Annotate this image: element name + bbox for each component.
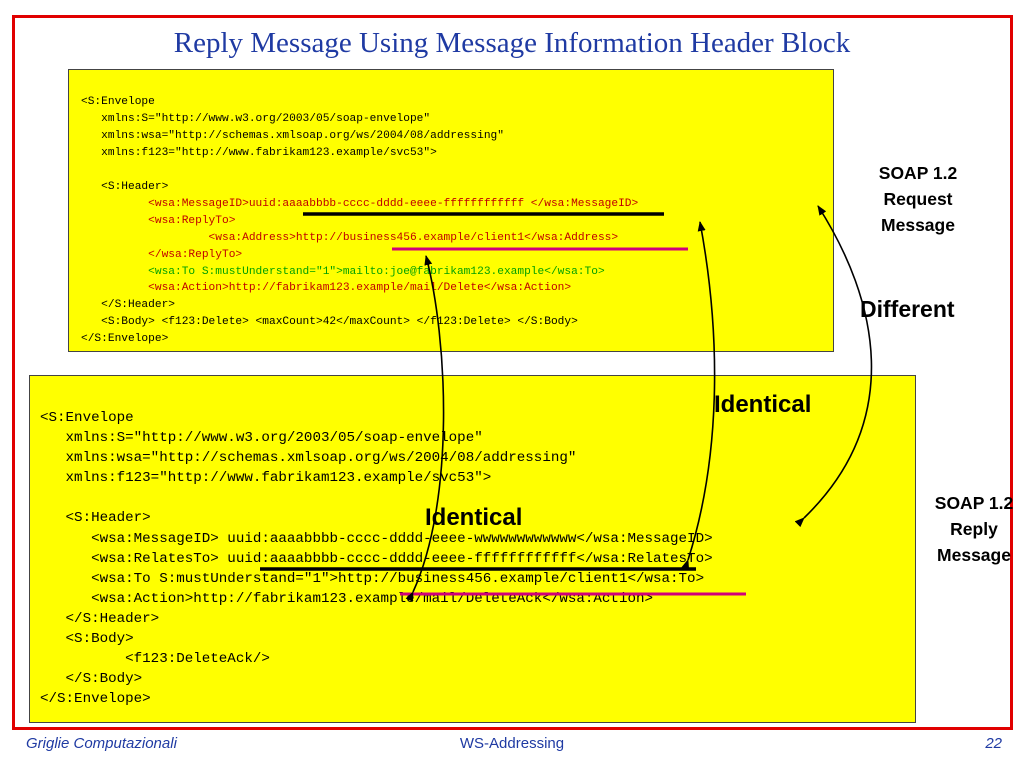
request-line-replyto-close: </wsa:ReplyTo>	[81, 248, 243, 261]
slide-title: Reply Message Using Message Information …	[173, 27, 851, 59]
request-line-4: xmlns:f123="http://www.fabrikam123.examp…	[81, 146, 437, 159]
request-line-message-id: <wsa:MessageID>uuid:aaaabbbb-cccc-dddd-e…	[81, 197, 639, 210]
request-line-1: <S:Envelope	[81, 96, 155, 108]
reply-line-message-id: <wsa:MessageID> uuid:aaaabbbb-cccc-dddd-…	[40, 530, 713, 547]
reply-label-line-1: SOAP 1.2	[934, 493, 1014, 513]
request-line-action: <wsa:Action>http://fabrikam123.example/m…	[81, 282, 572, 295]
identical-message-id-arrow	[681, 221, 716, 570]
request-line-13: </S:Header>	[81, 299, 175, 312]
different-label: Different	[860, 296, 955, 322]
footer-course-name: Griglie Computazionali	[26, 735, 177, 752]
reply-line-4: xmlns:f123="http://www.fabrikam123.examp…	[40, 470, 492, 487]
request-line-address-close: </wsa:Address>	[524, 231, 619, 244]
reply-line-11: </S:Header>	[40, 610, 160, 627]
reply-message-label: SOAP 1.2 Reply Message	[916, 490, 1024, 568]
reply-line-6: <S:Header>	[40, 510, 151, 527]
reply-message-box	[29, 375, 916, 723]
request-code: <S:Envelope xmlns:S="http://www.w3.org/2…	[81, 94, 638, 348]
reply-label-line-3: Message	[937, 545, 1011, 565]
reply-label-line-2: Reply	[950, 519, 998, 539]
reply-line-relates-to: <wsa:RelatesTo> uuid:aaaabbbb-cccc-dddd-…	[40, 550, 713, 567]
reply-code: <S:Envelope xmlns:S="http://www.w3.org/2…	[40, 408, 713, 709]
reply-line-12: <S:Body>	[40, 631, 134, 648]
slide-frame	[12, 15, 1013, 730]
request-message-label: SOAP 1.2 Request Message	[858, 160, 978, 238]
footer-page-number: 22	[985, 735, 1002, 752]
footer-topic: WS-Addressing	[459, 735, 565, 752]
request-line-replyto-open: <wsa:ReplyTo>	[81, 214, 236, 227]
reply-line-15: </S:Envelope>	[40, 691, 151, 708]
reply-line-1: <S:Envelope	[40, 410, 134, 426]
request-label-line-2: Request	[883, 189, 953, 209]
request-label-line-1: SOAP 1.2	[878, 163, 958, 183]
request-line-to: <wsa:To S:mustUnderstand="1">mailto:joe@…	[81, 265, 605, 278]
request-line-2: xmlns:S="http://www.w3.org/2003/05/soap-…	[81, 112, 431, 125]
different-message-id-arrow	[794, 205, 873, 528]
reply-line-13: <f123:DeleteAck/>	[40, 651, 270, 668]
reply-line-14: </S:Body>	[40, 671, 143, 688]
request-label-line-3: Message	[881, 215, 955, 235]
reply-line-3: xmlns:wsa="http://schemas.xmlsoap.org/ws…	[40, 450, 577, 467]
request-reply-address: http://business456.example/client1	[295, 231, 525, 244]
identical-address-arrow	[405, 255, 445, 602]
request-line-15: </S:Envelope>	[81, 333, 169, 346]
request-message-box	[68, 69, 834, 352]
request-line-3: xmlns:wsa="http://schemas.xmlsoap.org/ws…	[81, 129, 504, 142]
request-line-6: <S:Header>	[81, 180, 169, 193]
reply-line-2: xmlns:S="http://www.w3.org/2003/05/soap-…	[40, 430, 483, 447]
request-line-address-open: <wsa:Address>	[81, 231, 296, 244]
identical-label-center: Identical	[425, 504, 523, 531]
request-line-14: <S:Body> <f123:Delete> <maxCount>42</max…	[81, 316, 578, 329]
